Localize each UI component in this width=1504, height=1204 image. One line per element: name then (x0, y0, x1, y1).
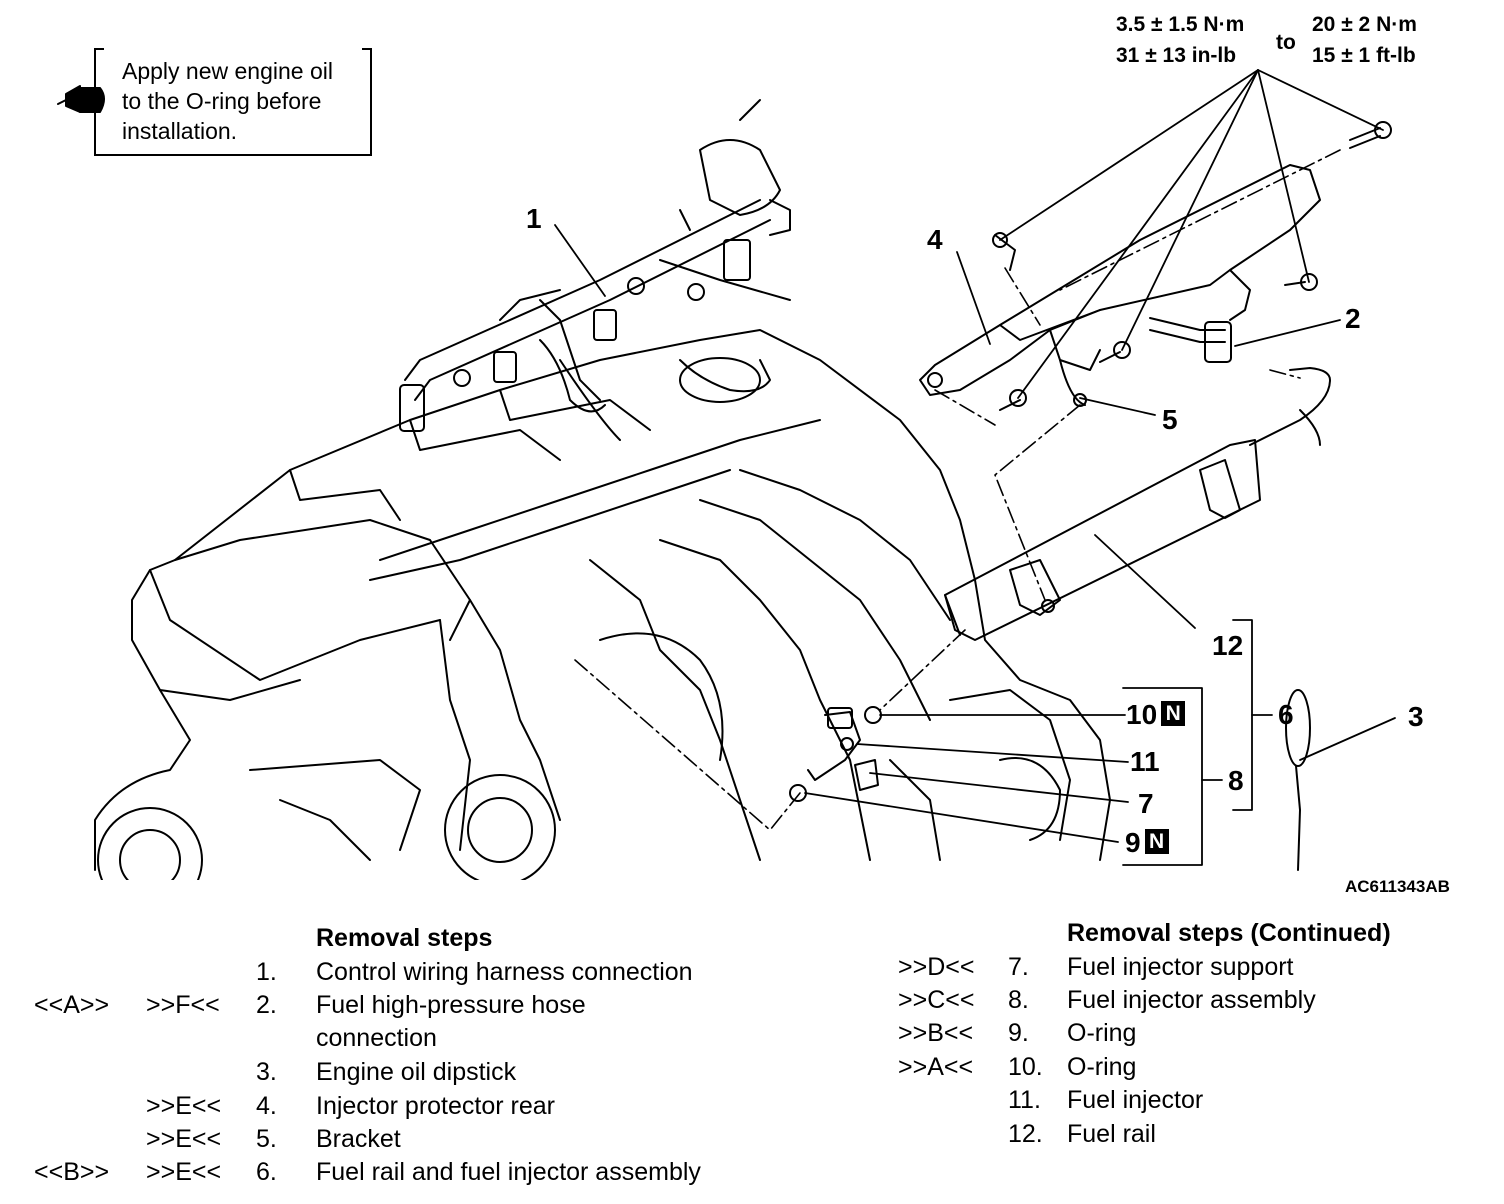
torque-low-nm: 3.5 ± 1.5 N·m (1116, 13, 1245, 36)
step-4-number: 4. (256, 1092, 277, 1120)
step-10-number: 10. (1008, 1053, 1043, 1081)
step-7-code: >>D<< (898, 953, 975, 981)
removal-continued-heading: Removal steps (Continued) (1067, 919, 1391, 947)
step-8-code: >>C<< (898, 986, 975, 1014)
oil-note-line-2: to the O-ring before (122, 88, 322, 114)
step-2-code-a: <<A>> (34, 991, 110, 1019)
step-6-code-a: <<B>> (34, 1158, 110, 1186)
callout-7: 7 (1138, 788, 1154, 819)
step-5-code-b: >>E<< (146, 1125, 222, 1153)
oil-note-line-3: installation. (122, 118, 238, 144)
callout-3: 3 (1408, 701, 1424, 732)
step-2-text-cont: connection (316, 1024, 437, 1052)
torque-high-nm: 20 ± 2 N·m (1312, 13, 1417, 36)
exploded-fuel-rail-drawing (944, 367, 1331, 641)
step-3-number: 3. (256, 1058, 277, 1086)
step-11-text: Fuel injector (1067, 1086, 1204, 1114)
step-2-text: Fuel high-pressure hose (316, 991, 586, 1019)
installed-fuel-rail-drawing (399, 99, 791, 432)
step-10-text: O-ring (1067, 1053, 1137, 1081)
step-5-text: Bracket (316, 1125, 401, 1153)
oil-note-box: Apply new engine oil to the O-ring befor… (94, 48, 372, 156)
step-4-code-b: >>E<< (146, 1092, 222, 1120)
step-12-number: 12. (1008, 1120, 1043, 1148)
step-1-number: 1. (256, 958, 277, 986)
step-6-code-b: >>E<< (146, 1158, 222, 1186)
step-10-code: >>A<< (898, 1053, 974, 1081)
callout-12: 12 (1212, 630, 1244, 661)
step-4-text: Injector protector rear (316, 1092, 555, 1120)
callout-6: 6 (1278, 699, 1294, 730)
engine-fuel-rail-illustration (57, 69, 1396, 880)
torque-low-inlb: 31 ± 13 in-lb (1116, 44, 1237, 67)
oil-note-line-1: Apply new engine oil (122, 58, 333, 84)
callout-4: 4 (927, 224, 943, 255)
bolt-drawings (992, 121, 1392, 411)
figure-reference: AC611343AB (1345, 877, 1450, 896)
callout-5: 5 (1162, 404, 1178, 435)
injector-assembly-drawing (789, 706, 882, 802)
step-9-text: O-ring (1067, 1019, 1137, 1047)
callout-2: 2 (1345, 303, 1361, 334)
dipstick-drawing (1285, 689, 1311, 871)
step-9-number: 9. (1008, 1019, 1029, 1047)
step-12-text: Fuel rail (1067, 1120, 1156, 1148)
step-8-text: Fuel injector assembly (1067, 986, 1316, 1014)
step-7-number: 7. (1008, 953, 1029, 981)
step-6-number: 6. (256, 1158, 277, 1186)
step-11-number: 11. (1008, 1086, 1041, 1114)
alignment-lines (574, 149, 1341, 831)
step-5-number: 5. (256, 1125, 277, 1153)
callout-11: 11 (1130, 746, 1160, 777)
step-1-text: Control wiring harness connection (316, 958, 693, 986)
step-2-code-b: >>F<< (146, 991, 220, 1019)
torque-high-ftlb: 15 ± 1 ft-lb (1312, 44, 1416, 67)
removal-heading: Removal steps (316, 924, 493, 952)
new-part-badge: N (1161, 701, 1186, 726)
engine-block-drawing (94, 299, 1111, 880)
step-9-code: >>B<< (898, 1019, 974, 1047)
torque-to: to (1276, 31, 1296, 54)
step-6-text: Fuel rail and fuel injector assembly (316, 1158, 701, 1186)
step-7-text: Fuel injector support (1067, 953, 1294, 981)
injector-protector-drawing (919, 164, 1321, 407)
step-8-number: 8. (1008, 986, 1029, 1014)
new-part-badge: N (1144, 829, 1169, 854)
step-2-number: 2. (256, 991, 277, 1019)
callout-9: 9 (1125, 827, 1141, 858)
grouping-brackets (1122, 619, 1273, 866)
callout-8: 8 (1228, 765, 1244, 796)
fuel-hose-drawing (1149, 317, 1232, 363)
leader-lines (554, 69, 1396, 843)
oil-can-icon (57, 85, 105, 113)
step-3-text: Engine oil dipstick (316, 1058, 517, 1086)
callout-10: 10 (1126, 699, 1158, 730)
callout-1: 1 (526, 203, 542, 234)
